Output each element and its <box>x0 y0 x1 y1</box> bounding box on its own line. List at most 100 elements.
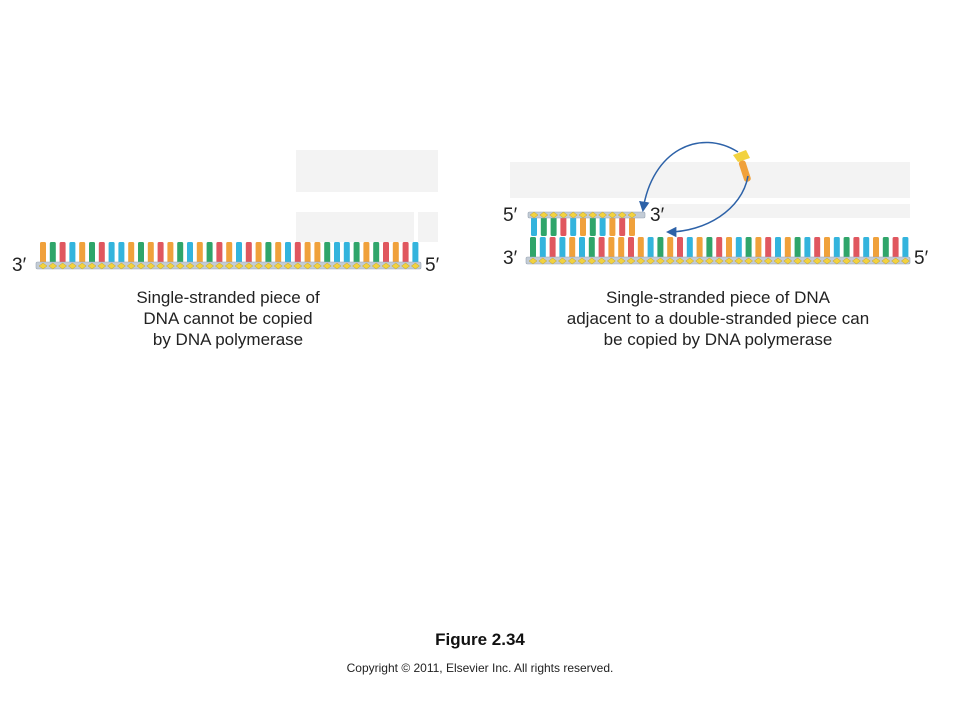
left-strand-base <box>255 242 262 264</box>
left-strand-junctions <box>38 262 420 270</box>
left-strand-base <box>49 242 56 264</box>
right-template-base <box>784 237 791 259</box>
right-template-base <box>559 237 566 259</box>
right-bottom-3prime-label: 3′ <box>503 248 518 269</box>
left-strand-junction <box>185 262 195 270</box>
right-primer-junction <box>529 211 539 219</box>
left-strand-junction <box>332 262 342 270</box>
right-template-junction <box>852 257 861 265</box>
right-template-base <box>588 237 595 259</box>
right-template-base <box>657 237 664 259</box>
left-strand-base <box>373 242 380 264</box>
left-3prime-label: 3′ <box>12 255 27 276</box>
left-strand-junction <box>293 262 303 270</box>
right-template-junction <box>528 257 538 265</box>
right-primer-junctions <box>529 211 637 219</box>
right-template-base <box>696 237 703 259</box>
right-caption-line-1: Single-stranded piece of DNA <box>606 288 830 307</box>
right-template-base <box>824 237 830 259</box>
left-strand-base <box>177 242 184 264</box>
right-primer-base <box>580 217 586 236</box>
left-strand-base <box>275 242 282 264</box>
right-template-junction <box>763 257 773 265</box>
right-template-junction <box>714 257 724 265</box>
right-template-junction <box>803 257 812 265</box>
left-strand-base <box>314 242 321 264</box>
right-primer-base <box>570 217 577 236</box>
right-primer-junction <box>549 211 558 219</box>
left-strand-junction <box>244 262 254 270</box>
left-strand-junction <box>48 262 58 270</box>
right-template-base <box>902 237 909 259</box>
right-template-base <box>873 237 879 259</box>
right-template-junction <box>881 257 891 265</box>
right-primer-junction <box>559 211 568 219</box>
left-strand-base <box>196 242 203 264</box>
right-template-base <box>892 237 899 259</box>
right-template-junction <box>558 257 567 265</box>
left-strand-base <box>206 242 213 264</box>
left-strand-junction <box>381 262 391 270</box>
right-template-junction <box>626 257 636 265</box>
right-template-junction <box>773 257 783 265</box>
right-primer-junction <box>539 211 549 219</box>
right-template-base <box>618 237 625 259</box>
right-primer-base <box>619 217 626 236</box>
left-caption-line-3: by DNA polymerase <box>152 330 304 349</box>
left-strand-junction <box>401 262 410 270</box>
right-primer-base <box>589 217 596 236</box>
left-strand-junction <box>38 262 48 270</box>
left-strand-base <box>285 242 291 264</box>
incoming-nucleotide-phosphate <box>733 150 750 162</box>
arrow-to-next-base <box>665 175 749 238</box>
left-strand-junction <box>136 262 146 270</box>
left-strand-junction <box>146 262 156 270</box>
right-template-junction <box>783 257 793 265</box>
right-primer-junction <box>598 211 607 219</box>
right-template-junction <box>607 257 616 265</box>
right-template-base <box>667 237 674 259</box>
right-template-base <box>863 237 870 259</box>
left-strand-junction <box>283 262 293 270</box>
left-5prime-label: 5′ <box>425 255 440 276</box>
right-template-junction <box>754 257 763 265</box>
right-template-junction <box>891 257 900 265</box>
left-strand-base <box>412 242 419 264</box>
right-template-base <box>637 237 644 259</box>
right-template-base <box>716 237 723 259</box>
right-template-base <box>755 237 762 259</box>
left-strand-base <box>294 242 301 264</box>
right-primer-junction <box>568 211 578 219</box>
right-template-junction <box>901 257 910 265</box>
right-template-base <box>530 237 536 259</box>
right-template-junction <box>822 257 832 265</box>
right-caption-line-3: be copied by DNA polymerase <box>603 330 833 349</box>
left-caption-line-2: DNA cannot be copied <box>143 309 313 328</box>
left-strand-junction <box>224 262 234 270</box>
left-strand-base <box>98 242 105 264</box>
left-strand-base <box>128 242 135 264</box>
left-strand-junction <box>342 262 352 270</box>
left-caption-line-1: Single-stranded piece of <box>136 288 320 307</box>
left-strand-base <box>226 242 233 264</box>
right-template-junction <box>665 257 675 265</box>
left-strand-base <box>353 242 360 264</box>
left-strand-junction <box>322 262 332 270</box>
right-template-bases <box>530 237 909 259</box>
right-template-junction <box>812 257 822 265</box>
right-template-base <box>608 237 615 259</box>
left-strand-base <box>118 242 125 264</box>
left-strand-junction <box>254 262 263 270</box>
left-strand-junction <box>362 262 371 270</box>
right-template-junction <box>734 257 744 265</box>
left-strand-base <box>304 242 311 264</box>
left-strand-base <box>383 242 389 264</box>
left-strand-base <box>157 242 164 264</box>
right-template-base <box>745 237 752 259</box>
right-template-junction <box>705 257 714 265</box>
right-primer-junction <box>617 211 627 219</box>
right-template-junction <box>832 257 842 265</box>
right-template-base <box>735 237 742 259</box>
left-strand-junction <box>352 262 361 270</box>
left-strand-base <box>236 242 242 264</box>
